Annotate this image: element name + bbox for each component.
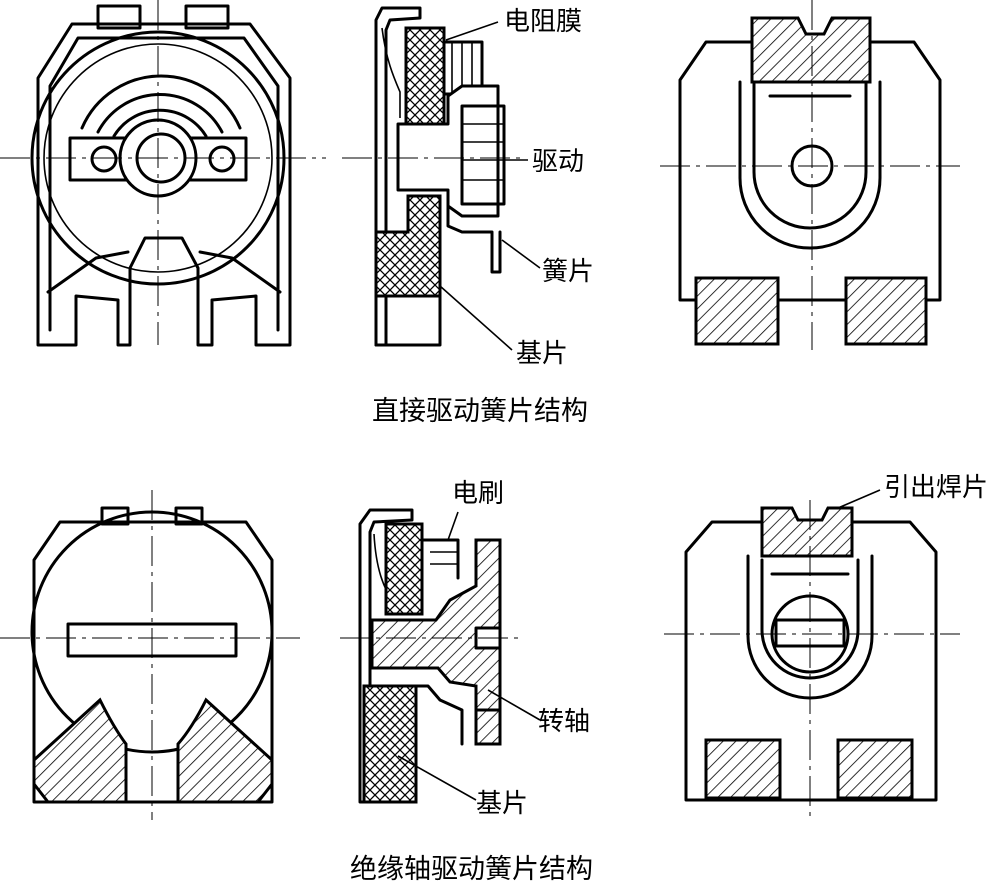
- label-brush: 电刷: [452, 479, 504, 509]
- label-drive: 驱动: [532, 147, 584, 177]
- bottom-leaders: [397, 489, 881, 801]
- caption-direct-drive: 直接驱动簧片结构: [372, 396, 588, 427]
- label-resistive-film: 电阻膜: [504, 7, 582, 37]
- label-shaft: 转轴: [538, 707, 590, 737]
- bottom-front-view: [0, 490, 300, 820]
- top-front-view: [0, 0, 326, 347]
- caption-insulated-shaft: 绝缘轴驱动簧片结构: [350, 854, 593, 885]
- label-substrate-bottom: 基片: [476, 789, 528, 819]
- top-section-view: [342, 6, 520, 347]
- bottom-section-view: [340, 508, 520, 804]
- label-lead-tab: 引出焊片: [884, 473, 988, 503]
- label-substrate-top: 基片: [516, 339, 568, 369]
- bottom-rear-view: [664, 500, 960, 820]
- label-spring-reed: 簧片: [542, 257, 594, 287]
- top-rear-view: [660, 0, 960, 350]
- top-leaders: [439, 21, 541, 351]
